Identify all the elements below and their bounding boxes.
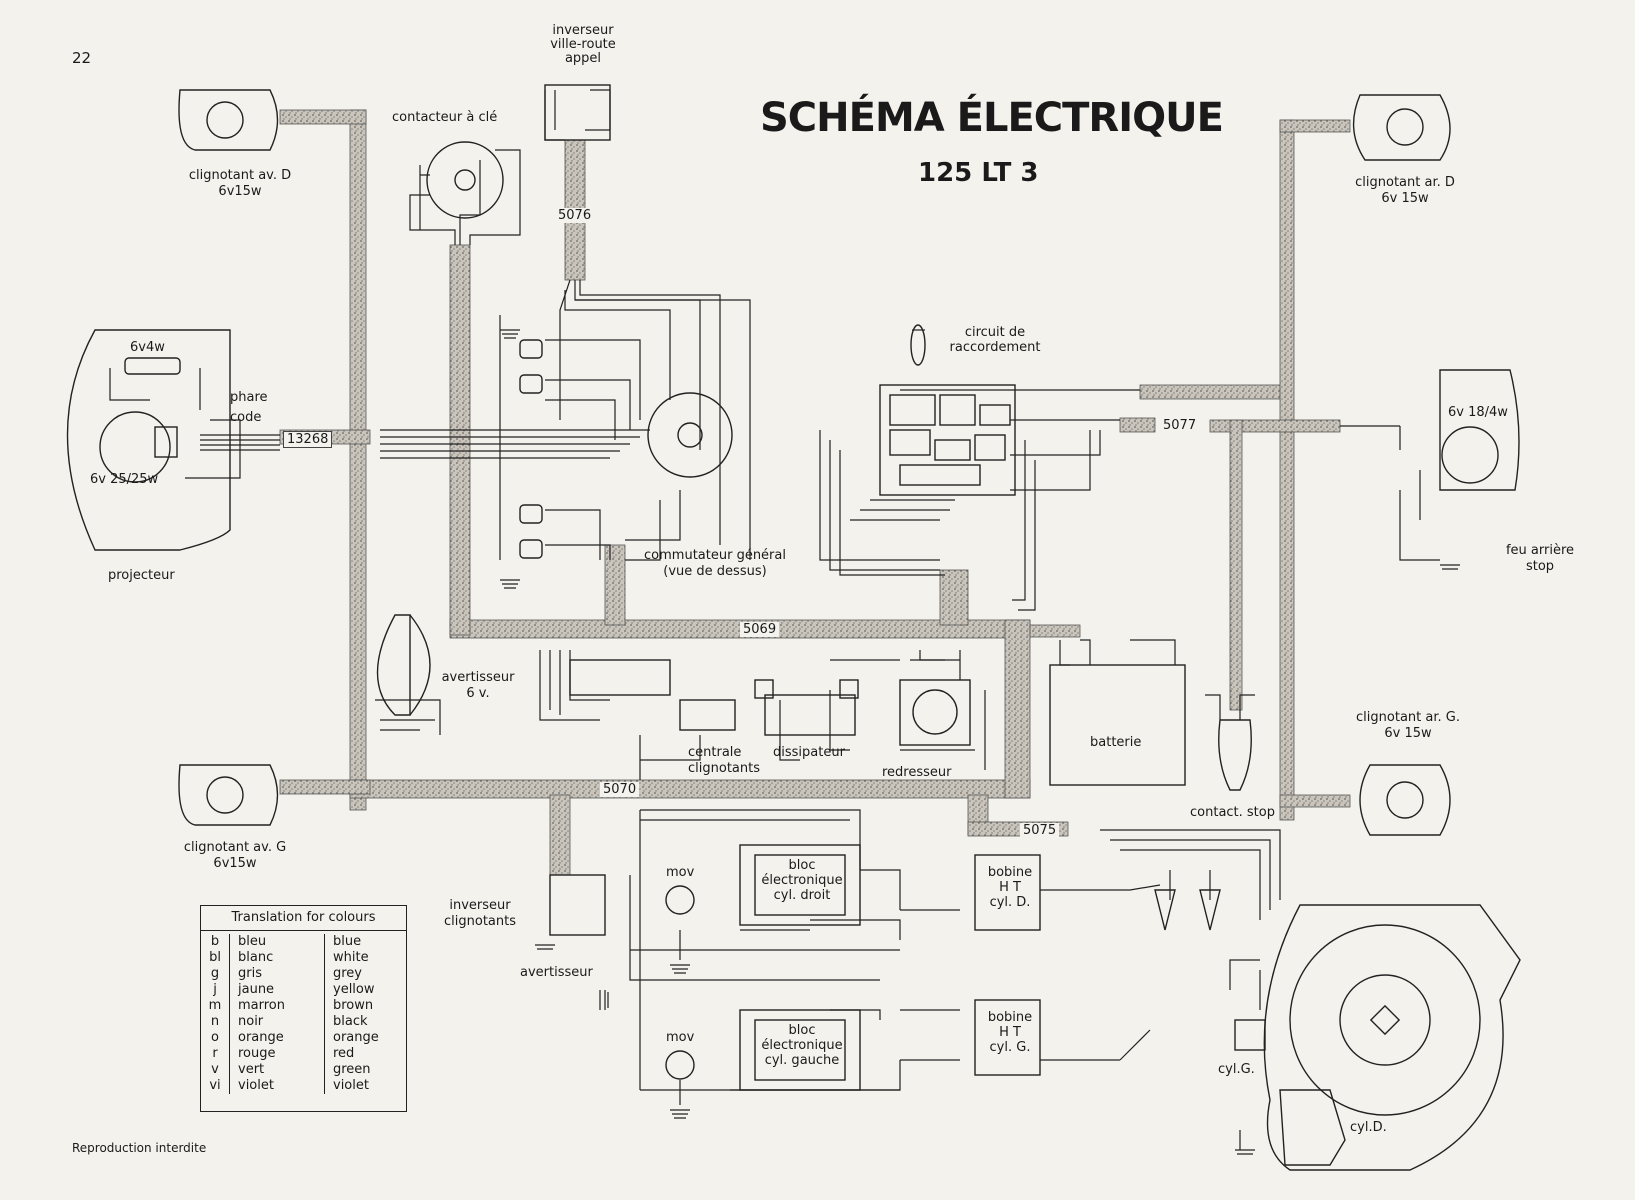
label-code: code (230, 410, 262, 425)
label-inverseur-ville-route: inverseur ville-route appel (550, 23, 616, 66)
label-clignotant-ar-d: clignotant ar. D 6v 15w (1355, 175, 1455, 206)
label-cyl-g: cyl.G. (1218, 1062, 1255, 1077)
wires (109, 89, 1440, 1150)
label-clignotant-ar-g: clignotant ar. G. 6v 15w (1356, 710, 1460, 741)
label-phare: phare (230, 390, 268, 405)
label-batterie: batterie (1090, 735, 1142, 750)
cable-5077: 5077 (1160, 418, 1200, 433)
label-6v4w: 6v4w (130, 340, 165, 355)
label-clignotant-av-d: clignotant av. D 6v15w (188, 168, 292, 199)
footer-text: Reproduction interdite (72, 1141, 207, 1155)
label-avertisseur-bottom: avertisseur (520, 965, 593, 980)
harness-trunks (279, 109, 1351, 876)
label-bobine-g: bobine H T cyl. G. (987, 1010, 1033, 1055)
label-avertisseur: avertisseur 6 v. (441, 670, 515, 701)
label-contacteur: contacteur à clé (392, 110, 498, 125)
cable-5069: 5069 (740, 622, 780, 637)
label-6v-18-4w: 6v 18/4w (1448, 405, 1508, 420)
cable-5070: 5070 (600, 782, 640, 797)
label-bobine-d: bobine H T cyl. D. (987, 865, 1033, 910)
ground-symbols (500, 329, 1460, 1155)
label-centrale: centrale clignotants (688, 745, 760, 776)
cable-5075: 5075 (1020, 823, 1060, 838)
label-commutateur: commutateur général (vue de dessus) (644, 548, 786, 579)
cable-5076: 5076 (555, 208, 595, 223)
page-subtitle: 125 LT 3 (918, 158, 1039, 188)
label-projecteur: projecteur (108, 568, 175, 583)
label-dissipateur: dissipateur (773, 745, 845, 760)
page-title: SCHÉMA ÉLECTRIQUE (760, 95, 1224, 141)
label-feu-arriere: feu arrière stop (1505, 543, 1575, 574)
label-circuit-raccordement: circuit de raccordement (949, 325, 1041, 355)
label-mov-top: mov (666, 865, 695, 880)
label-redresseur: redresseur (882, 765, 952, 780)
label-6v-25-25w: 6v 25/25w (90, 472, 159, 487)
label-cyl-d: cyl.D. (1350, 1120, 1387, 1135)
label-bloc-gauche: bloc électronique cyl. gauche (761, 1023, 843, 1068)
components (66, 84, 1521, 1171)
label-contact-stop: contact. stop (1190, 805, 1275, 820)
legend-title: Translation for colours (201, 906, 406, 931)
cable-13268: 13268 (283, 431, 333, 448)
label-clignotant-av-g: clignotant av. G 6v15w (183, 840, 287, 871)
label-mov-bottom: mov (666, 1030, 695, 1045)
label-bloc-droit: bloc électronique cyl. droit (761, 858, 843, 903)
label-inverseur-clignotants: inverseur clignotants (444, 898, 516, 929)
page-number: 22 (72, 49, 92, 67)
